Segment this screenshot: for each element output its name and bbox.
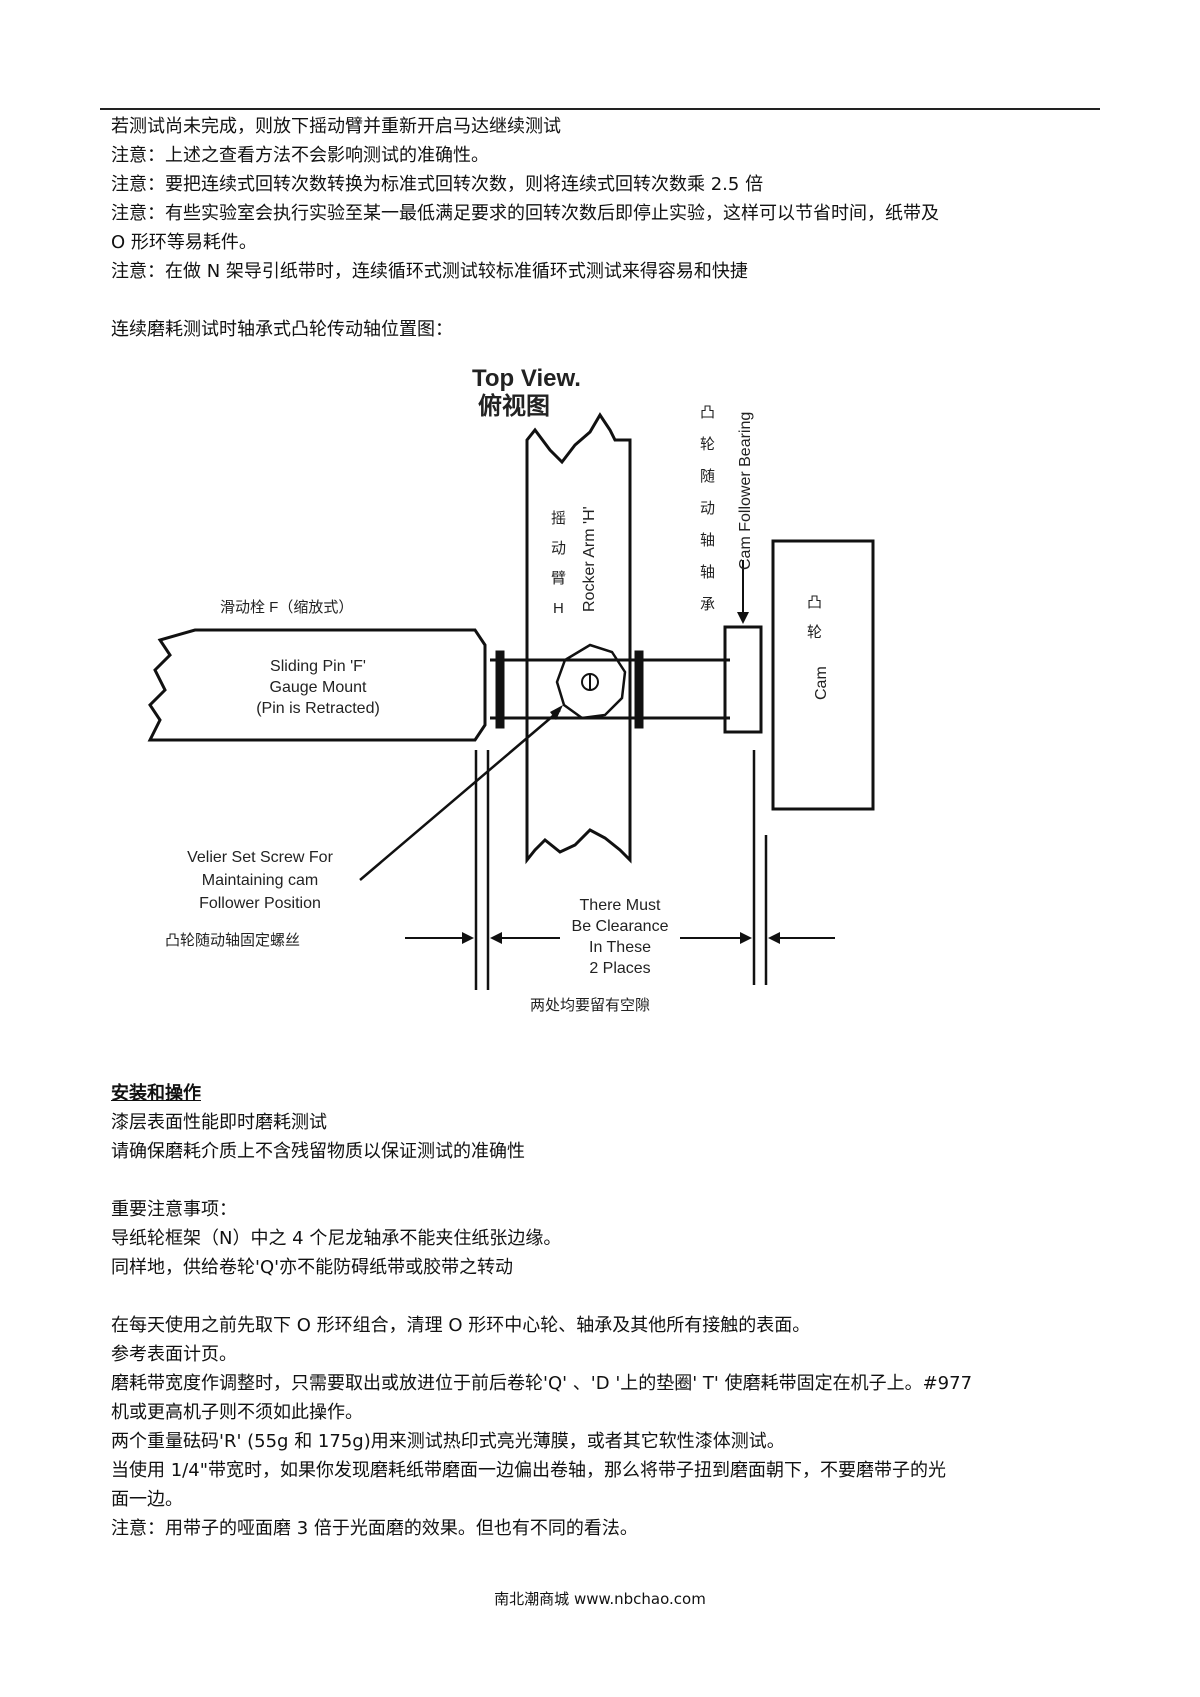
paragraph: 机或更高机子则不须如此操作。 [111,1402,363,1423]
diagram-title-en: Top View. [472,365,581,392]
cam [771,539,875,811]
paragraph: 两个重量砝码'R' (55g 和 175g)用来测试热印式亮光薄膜，或者其它软性… [111,1431,785,1452]
paragraph: 若测试尚未完成，则放下摇动臂并重新开启马达继续测试 [111,116,561,137]
diagram-title-zh: 俯视图 [478,392,550,420]
svg-text:轴: 轴 [700,564,715,581]
top-view-diagram: Top View. 俯视图 摇 动 臂 H Rocker Arm 'H' 滑动栓… [147,365,875,1014]
paragraph: 请确保磨耗介质上不含残留物质以保证测试的准确性 [111,1141,525,1162]
clearance-zh-label: 两处均要留有空隙 [530,997,650,1014]
section-heading: 安装和操作 [111,1083,201,1104]
hex-collar [555,643,627,720]
svg-text:承: 承 [700,596,715,613]
svg-text:摇: 摇 [551,510,566,527]
svg-text:Sliding Pin 'F': Sliding Pin 'F' [270,658,366,675]
clearance-en-label: There Must Be Clearance In These 2 Place… [572,897,669,977]
svg-text:凸: 凸 [700,404,715,421]
svg-text:Maintaining cam: Maintaining cam [202,872,319,889]
paragraph: 参考表面计页。 [111,1344,237,1365]
cam-follower-bearing [723,625,763,734]
set-screw-zh-label: 凸轮随动轴固定螺丝 [165,932,300,949]
sliding-pin-zh-label: 滑动栓 F（缩放式） [220,599,353,616]
svg-text:动: 动 [551,540,566,557]
rocker-arm-zh-label: 摇 动 臂 H [551,510,566,617]
svg-text:轮: 轮 [807,624,822,641]
sliding-pin-en-label: Sliding Pin 'F' Gauge Mount (Pin is Retr… [256,658,380,717]
paragraph: 面一边。 [111,1489,183,1510]
paragraph: 重要注意事项： [111,1199,237,1220]
paragraph: 漆层表面性能即时磨耗测试 [111,1112,327,1133]
note: 注意：在做 N 架导引纸带时，连续循环式测试较标准循环式测试来得容易和快捷 [111,261,748,282]
svg-text:Velier Set Screw For: Velier Set Screw For [187,849,334,866]
paragraph: 导纸轮框架（N）中之 4 个尼龙轴承不能夹住纸张边缘。 [111,1228,562,1249]
svg-text:There Must: There Must [580,897,661,914]
note-cont: O 形环等易耗件。 [111,232,257,253]
svg-text:(Pin is Retracted): (Pin is Retracted) [256,700,380,717]
svg-text:Follower Position: Follower Position [199,895,321,912]
svg-text:臂: 臂 [551,570,566,587]
svg-text:Be Clearance: Be Clearance [572,918,669,935]
page-footer: 南北潮商城 www.nbchao.com [494,1590,706,1608]
cam-bearing-zh-label: 凸 轮 随 动 轴 轴 承 [700,404,715,613]
paragraph: 磨耗带宽度作调整时，只需要取出或放进位于前后卷轮'Q' 、'D '上的垫圈' T… [111,1373,973,1394]
note: 注意：要把连续式回转次数转换为标准式回转次数，则将连续式回转次数乘 2.5 倍 [111,174,764,195]
rocker-arm-en-label: Rocker Arm 'H' [581,506,598,612]
svg-text:轮: 轮 [700,436,715,453]
set-screw-arrow [359,709,561,881]
cam-zh-label: 凸 轮 [807,594,822,641]
svg-text:H: H [553,600,564,617]
svg-text:轴: 轴 [700,532,715,549]
note: 注意：有些实验室会执行实验至某一最低满足要求的回转次数后即停止实验，这样可以节省… [111,203,939,224]
cam-en-label: Cam [813,666,830,700]
paragraph: 当使用 1/4"带宽时，如果你发现磨耗纸带磨面一边偏出卷轴，那么将带子扭到磨面朝… [111,1460,946,1481]
rocker-arm [525,412,632,865]
svg-text:动: 动 [700,500,715,517]
paragraph: 在每天使用之前先取下 O 形环组合，清理 O 形环中心轮、轴承及其他所有接触的表… [111,1315,811,1336]
paragraph: 注意：用带子的哑面磨 3 倍于光面磨的效果。但也有不同的看法。 [111,1518,638,1539]
svg-text:随: 随 [700,468,715,485]
svg-text:2 Places: 2 Places [589,960,650,977]
note: 注意：上述之查看方法不会影响测试的准确性。 [111,145,489,166]
header-rule [100,108,1100,110]
cam-bearing-en-label: Cam Follower Bearing [737,412,754,570]
figure-caption: 连续磨耗测试时轴承式凸轮传动轴位置图： [111,319,453,340]
svg-text:凸: 凸 [807,594,822,611]
paragraph: 同样地，供给卷轮'Q'亦不能防碍纸带或胶带之转动 [111,1257,514,1278]
svg-text:Gauge Mount: Gauge Mount [270,679,368,696]
svg-text:In These: In These [589,939,651,956]
sliding-pin-block [147,628,487,742]
set-screw-en-label: Velier Set Screw For Maintaining cam Fol… [187,849,334,912]
